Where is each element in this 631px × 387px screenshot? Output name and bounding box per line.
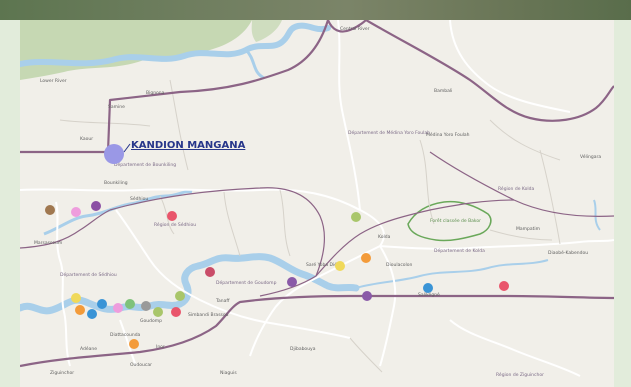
region-label: Département de Bounkiling (114, 161, 176, 168)
location-marker[interactable] (71, 293, 81, 303)
place-label: Marsassoum (34, 240, 62, 246)
place-label: Diattacounda (110, 332, 141, 338)
location-marker[interactable] (87, 309, 97, 319)
place-label: Diaobé-Kabendou (548, 249, 588, 256)
map-canvas[interactable]: Central River Lower River Kolda Vélingar… (20, 20, 614, 387)
place-label: Mampatim (516, 226, 540, 232)
region-label: Département de Kolda (434, 247, 485, 254)
river-casamance (20, 253, 360, 315)
forest-patch (251, 20, 282, 42)
location-marker[interactable] (97, 299, 107, 309)
map-background (20, 20, 614, 387)
location-marker[interactable] (153, 307, 163, 317)
place-label: Adéane (80, 345, 97, 352)
place-label: Niaguis (220, 370, 237, 376)
place-label: Saré Yoba Diéga (306, 261, 343, 268)
place-label: Ziguinchor (50, 370, 74, 376)
callout-leader (123, 143, 131, 153)
place-label: Central River (340, 26, 370, 32)
place-label: Oudoucar (130, 362, 152, 368)
location-marker[interactable] (167, 211, 177, 221)
location-marker[interactable] (91, 201, 101, 211)
place-label: Sédhiou (130, 195, 148, 202)
place-label: Djibabouya (290, 346, 316, 352)
region-label: Département de Goudomp (216, 279, 277, 286)
river-branch (244, 48, 265, 80)
region-label: Région de Ziguinchor (496, 371, 544, 378)
region-label: Région de Kolda (498, 185, 534, 192)
place-label: Bambali (434, 88, 452, 94)
location-marker[interactable] (287, 277, 297, 287)
location-marker[interactable] (175, 291, 185, 301)
region-label: Département de Sédhiou (60, 271, 117, 278)
location-marker[interactable] (499, 281, 509, 291)
location-marker[interactable] (205, 267, 215, 277)
location-marker[interactable] (351, 212, 361, 222)
river-tributary-north (43, 190, 193, 236)
location-marker[interactable] (362, 291, 372, 301)
place-label: Simbandi Brassou (188, 312, 229, 318)
location-marker[interactable] (75, 305, 85, 315)
satellite-strip (0, 0, 631, 20)
road-network (20, 20, 614, 377)
river (20, 22, 331, 67)
place-label: Inor (156, 344, 165, 350)
right-margin (614, 20, 631, 387)
region-label: Région de Sédhiou (154, 221, 196, 228)
location-marker[interactable] (45, 205, 55, 215)
location-marker[interactable] (129, 339, 139, 349)
left-margin (0, 20, 20, 387)
location-marker[interactable] (171, 307, 181, 317)
river-stream (593, 199, 601, 231)
place-label: Kolda (378, 234, 391, 240)
place-label: Vélingara (580, 153, 601, 160)
place-label: Samine (108, 104, 125, 110)
region-labels: Département de Bounkiling Région de Sédh… (60, 129, 544, 378)
place-label: Bignona (146, 90, 165, 96)
location-marker[interactable] (335, 261, 345, 271)
river-tributary-east (355, 259, 549, 289)
park-area (407, 200, 492, 242)
place-label: Kaour (80, 136, 93, 142)
place-label: Salikégné (418, 291, 440, 298)
place-label: Bounkiling (104, 180, 128, 186)
location-marker[interactable] (113, 303, 123, 313)
location-marker[interactable] (71, 207, 81, 217)
park-label: Forêt classée de Bakor (430, 217, 481, 224)
place-label: Médina Yoro Foulah (426, 131, 470, 138)
kandion-mangana-label[interactable]: KANDION MANGANA (131, 140, 246, 151)
place-label: Goudomp (140, 318, 162, 324)
location-marker[interactable] (423, 283, 433, 293)
minor-road-network (59, 79, 561, 373)
kandion-mangana-marker[interactable] (104, 144, 124, 164)
place-label: Dioulacolon (386, 262, 413, 268)
location-marker[interactable] (141, 301, 151, 311)
place-labels: Central River Lower River Kolda Vélingar… (34, 26, 601, 376)
place-label: Tanaff (215, 298, 230, 304)
place-label: Lower River (40, 78, 67, 84)
location-marker[interactable] (125, 299, 135, 309)
location-markers (45, 201, 509, 349)
admin-borders (20, 20, 614, 368)
location-marker[interactable] (361, 253, 371, 263)
region-label: Département de Médina Yoro Foulah (348, 129, 430, 136)
